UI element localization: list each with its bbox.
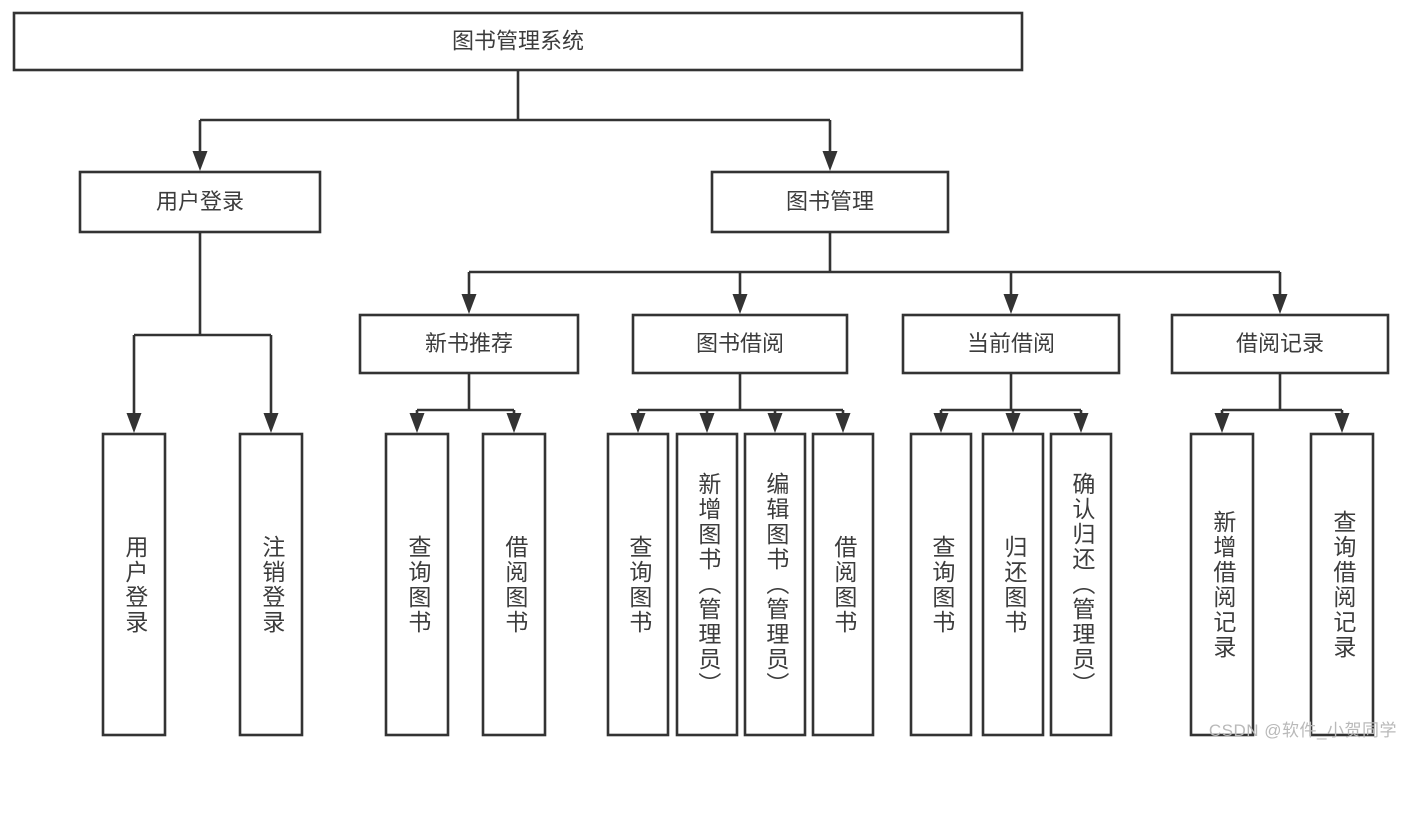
arrow-head (506, 413, 522, 433)
connector-layer (126, 70, 1350, 433)
arrow-head (933, 413, 949, 433)
node-box-user-login[interactable] (78, 170, 322, 234)
node-label-book-borrow: 图书借阅 (696, 331, 784, 356)
arrow-head (1005, 413, 1021, 433)
node-label-root: 图书管理系统 (452, 28, 584, 53)
node-box-leaf-user-login[interactable] (101, 432, 167, 737)
arrow-head (192, 151, 208, 171)
node-box-leaf-return-book[interactable] (981, 432, 1045, 737)
arrow-head (263, 413, 279, 433)
node-label-current-borrow: 当前借阅 (967, 331, 1055, 356)
arrow-head (1272, 294, 1288, 314)
node-box-root[interactable] (12, 11, 1024, 72)
node-box-leaf-edit-book[interactable] (743, 432, 807, 737)
arrow-head (409, 413, 425, 433)
node-box-leaf-borrow-book-rec[interactable] (481, 432, 547, 737)
node-box-book-borrow[interactable] (631, 313, 849, 375)
node-box-leaf-add-book[interactable] (675, 432, 739, 737)
node-label-new-book-rec: 新书推荐 (425, 331, 513, 356)
arrow-head (1003, 294, 1019, 314)
arrow-head (1334, 413, 1350, 433)
node-label-user-login: 用户登录 (156, 189, 244, 214)
arrow-head (699, 413, 715, 433)
node-box-leaf-borrow-book[interactable] (811, 432, 875, 737)
node-box-current-borrow[interactable] (901, 313, 1121, 375)
arrow-head (1073, 413, 1089, 433)
arrow-head (835, 413, 851, 433)
arrow-head (822, 151, 838, 171)
flowchart-canvas: 图书管理系统用户登录图书管理新书推荐图书借阅当前借阅借阅记录 用户登录注销登录查… (12, 11, 1397, 740)
node-box-leaf-query-book-cur[interactable] (909, 432, 973, 737)
arrow-head (767, 413, 783, 433)
box-layer (12, 11, 1390, 737)
node-box-leaf-logout[interactable] (238, 432, 304, 737)
node-box-leaf-query-book-rec[interactable] (384, 432, 450, 737)
node-box-leaf-query-book-borrow[interactable] (606, 432, 670, 737)
arrow-head (1214, 413, 1230, 433)
arrow-head (461, 294, 477, 314)
node-box-leaf-add-record[interactable] (1189, 432, 1255, 737)
node-label-book-manage: 图书管理 (786, 189, 874, 214)
node-box-book-manage[interactable] (710, 170, 950, 234)
arrow-head (630, 413, 646, 433)
node-box-leaf-query-record[interactable] (1309, 432, 1375, 737)
node-label-borrow-record: 借阅记录 (1236, 331, 1324, 356)
node-box-leaf-confirm-return[interactable] (1049, 432, 1113, 737)
node-box-borrow-record[interactable] (1170, 313, 1390, 375)
arrow-head (126, 413, 142, 433)
arrow-head (732, 294, 748, 314)
node-box-new-book-rec[interactable] (358, 313, 580, 375)
csdn-watermark: CSDN @软件_小贺同学 (1208, 721, 1397, 740)
